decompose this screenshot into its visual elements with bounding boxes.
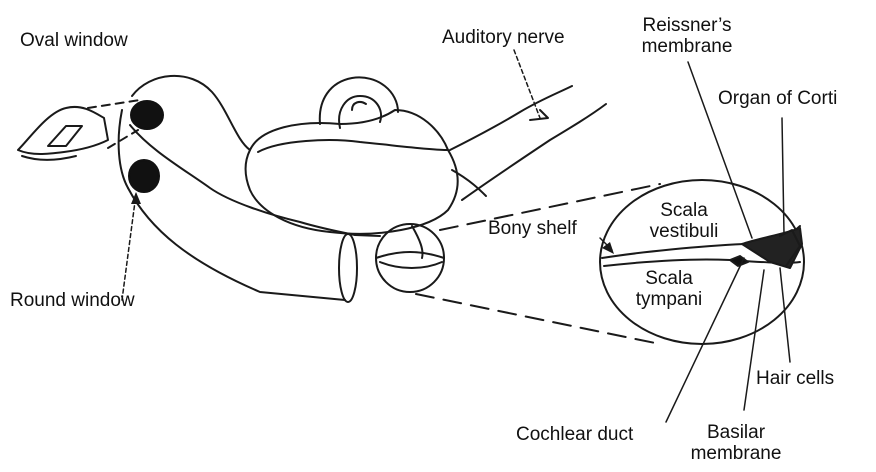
label-basilar-line2: membrane xyxy=(676,443,796,464)
stapes-shape xyxy=(18,107,108,160)
label-oval-window: Oval window xyxy=(20,30,128,51)
label-round-window: Round window xyxy=(10,290,135,311)
label-scala-tympani-line1: Scala xyxy=(622,268,716,289)
arrowhead-round-window xyxy=(131,192,141,204)
arrowhead-bony-shelf xyxy=(602,242,614,254)
label-basilar-membrane: Basilar membrane xyxy=(676,422,796,464)
label-organ-of-corti: Organ of Corti xyxy=(718,88,837,109)
label-reissners-membrane: Reissner’s membrane xyxy=(622,15,752,57)
label-scala-tympani-line2: tympani xyxy=(622,289,716,310)
label-scala-vestibuli-line1: Scala xyxy=(632,200,736,221)
cochlea-spiral xyxy=(246,77,458,233)
label-hair-cells: Hair cells xyxy=(756,368,834,389)
round-window-shape xyxy=(129,160,159,192)
oval-window-shape xyxy=(131,101,163,129)
label-reissners-line2: membrane xyxy=(622,36,752,57)
label-cochlear-duct: Cochlear duct xyxy=(516,424,633,445)
label-scala-vestibuli: Scala vestibuli xyxy=(632,200,736,242)
label-reissners-line1: Reissner’s xyxy=(622,15,752,36)
pointer-basilar xyxy=(744,270,764,410)
small-cross-section xyxy=(376,224,444,292)
stapes-oval-dash-top xyxy=(88,100,140,108)
pointer-hair-cells xyxy=(780,268,790,362)
pointer-organ-corti xyxy=(782,118,784,234)
label-auditory-nerve: Auditory nerve xyxy=(442,27,565,48)
stapes-oval-dash-bottom xyxy=(108,130,138,148)
label-scala-vestibuli-line2: vestibuli xyxy=(632,221,736,242)
pointer-round-window xyxy=(122,194,136,300)
tube-cut-end xyxy=(339,234,357,302)
label-basilar-line1: Basilar xyxy=(676,422,796,443)
auditory-nerve-shape xyxy=(450,86,606,200)
label-scala-tympani: Scala tympani xyxy=(622,268,716,310)
label-bony-shelf: Bony shelf xyxy=(488,218,577,239)
